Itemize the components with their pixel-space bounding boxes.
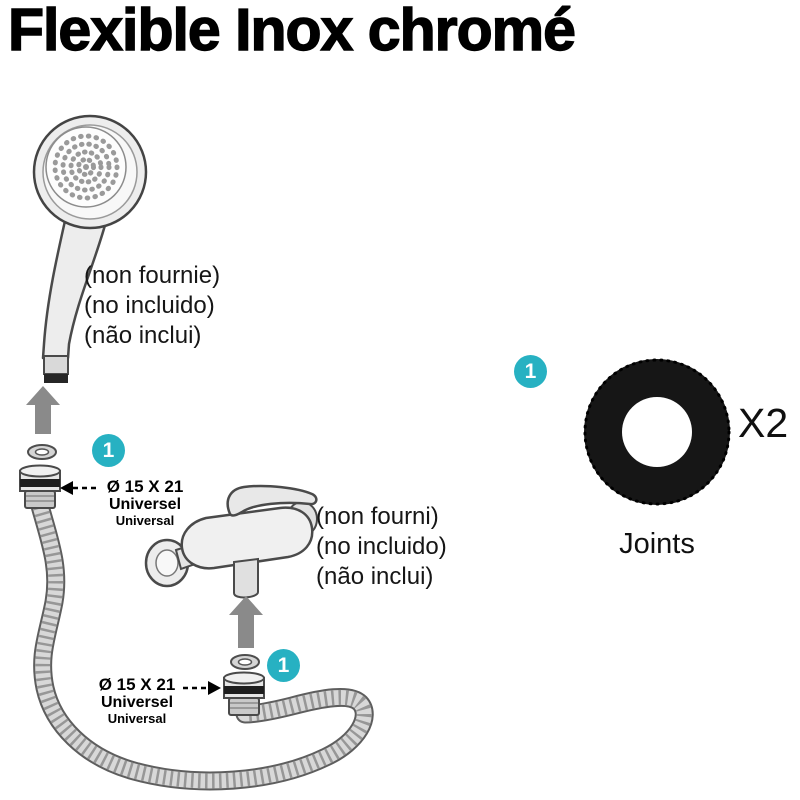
faucet-note-line-fr: (non fourni) <box>316 503 439 530</box>
shower-head-illustration <box>32 114 148 383</box>
faucet-note: (non fourni) (no incluido) (não inclui) <box>316 502 447 592</box>
step-badge-top-connector: 1 <box>92 434 125 467</box>
faucet-note-line-pt: (não inclui) <box>316 563 434 590</box>
faucet-note-line-es: (no incluido) <box>316 533 447 560</box>
step-badge-joints: 1 <box>514 355 547 388</box>
dashed-arrow-left-icon <box>60 481 96 495</box>
hose-illustration <box>30 496 374 791</box>
top-connector-label: Ø 15 X 21 Universel Universal <box>95 477 195 528</box>
bottom-connector-diameter: Ø 15 X 21 <box>98 675 176 694</box>
gasket-ring-top <box>27 444 57 460</box>
hose-connector-bottom <box>223 671 265 716</box>
step-badge-bottom-connector: 1 <box>267 649 300 682</box>
top-connector-universal-fr: Universel <box>108 496 182 513</box>
joint-ring-illustration <box>583 358 731 506</box>
shower-handle-tip <box>43 355 69 375</box>
joints-label: Joints <box>619 528 695 560</box>
page-title: Flexible Inox chromé <box>7 0 576 64</box>
up-arrow-icon <box>229 596 263 648</box>
faucet-body <box>180 506 314 570</box>
up-arrow-icon <box>26 386 60 434</box>
gasket-ring-bottom <box>230 654 260 670</box>
shower-note-line-pt: (não inclui) <box>84 322 202 349</box>
faucet-outlet <box>233 557 259 599</box>
hose-connector-top <box>19 464 61 509</box>
bottom-connector-universal-fr: Universel <box>100 694 174 711</box>
dashed-arrow-right-icon <box>183 681 221 695</box>
bottom-connector-universal-en: Universal <box>107 711 167 726</box>
bottom-connector-label: Ø 15 X 21 Universel Universal <box>87 675 187 726</box>
joints-quantity: X2 <box>738 400 789 446</box>
top-connector-universal-en: Universal <box>115 513 175 528</box>
shower-note-line-fr: (non fournie) <box>84 262 221 289</box>
shower-handle-band <box>44 374 68 383</box>
shower-note-line-es: (no incluido) <box>84 292 215 319</box>
faucet-illustration <box>144 484 318 599</box>
shower-head-note: (non fournie) (no incluido) (não inclui) <box>84 261 220 351</box>
faucet-lever <box>226 484 318 517</box>
top-connector-diameter: Ø 15 X 21 <box>106 477 184 496</box>
